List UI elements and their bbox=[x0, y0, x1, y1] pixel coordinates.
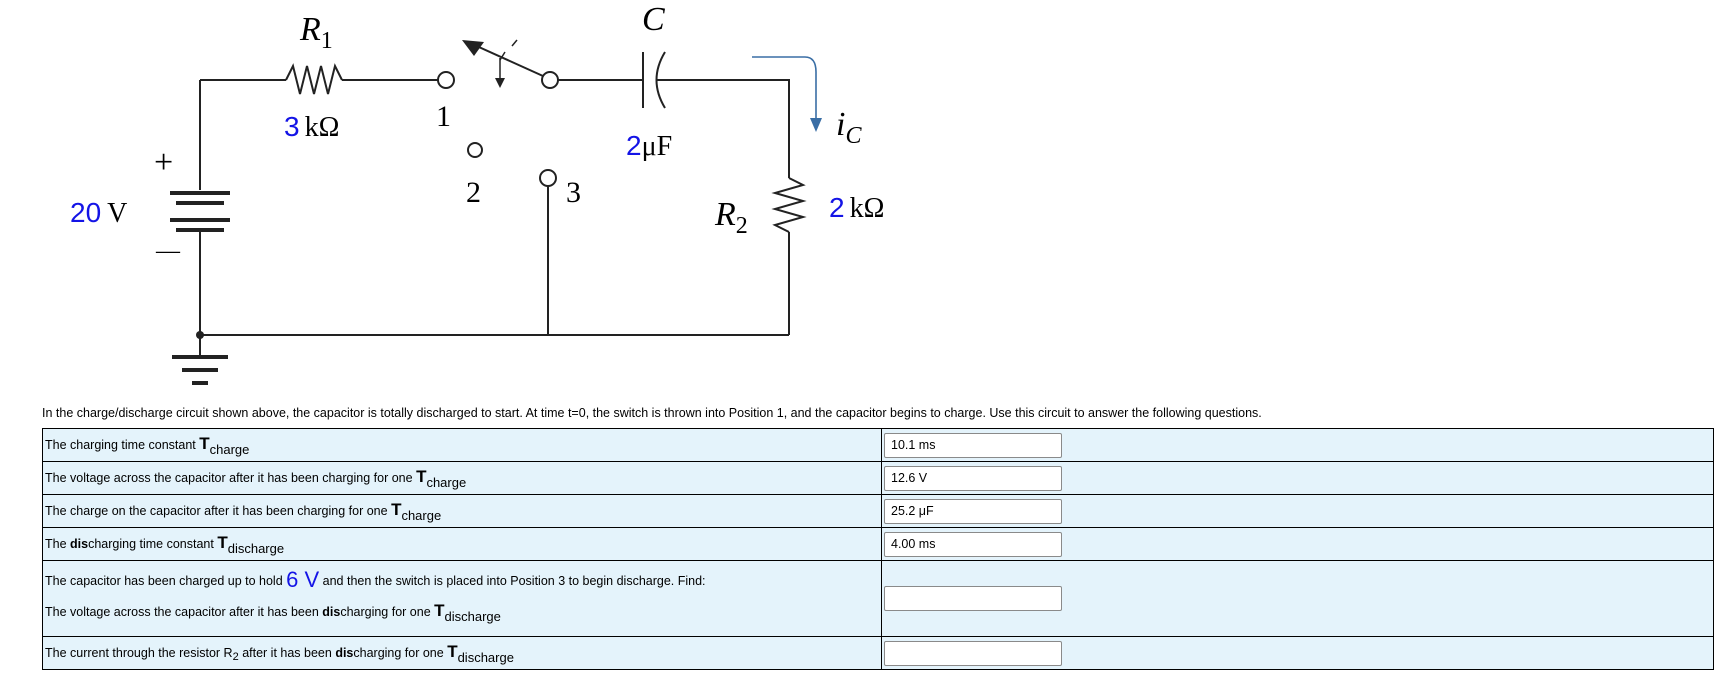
answer-cell bbox=[881, 560, 1714, 637]
switch-arm-arrowhead bbox=[462, 40, 484, 56]
question-text: The charge on the capacitor after it has… bbox=[45, 503, 392, 518]
answer-cell bbox=[881, 636, 1714, 670]
switch-motion-dash bbox=[499, 39, 518, 61]
question-text: charging for one bbox=[340, 605, 435, 619]
question-text: and then the switch is placed into Posit… bbox=[319, 574, 706, 588]
question-row-3: The charge on the capacitor after it has… bbox=[42, 494, 1714, 528]
tau-symbol: T bbox=[199, 433, 210, 453]
pos3-label: 3 bbox=[566, 176, 581, 209]
ic-arrow-path bbox=[752, 56, 817, 120]
answer-input-discharging-time-constant[interactable] bbox=[884, 531, 1062, 557]
question-row-4: The discharging time constant Tdischarge bbox=[42, 527, 1714, 561]
answer-cell bbox=[881, 494, 1714, 528]
cap-label: C bbox=[642, 1, 665, 38]
question-cell: The charge on the capacitor after it has… bbox=[42, 494, 882, 528]
question-text: The current through the resistor R bbox=[45, 645, 233, 660]
ground-bar-1 bbox=[172, 355, 228, 359]
tau-subscript: charge bbox=[401, 507, 442, 523]
tau-subscript: discharge bbox=[444, 609, 501, 624]
question-bold-text: dis bbox=[335, 645, 354, 660]
switch-terminal-3 bbox=[539, 169, 557, 187]
battery-plate-short bbox=[176, 201, 224, 205]
question-cell: The charging time constant Tcharge bbox=[42, 428, 882, 462]
question-text: The capacitor has been charged up to hol… bbox=[45, 574, 287, 588]
question-bold-text: dis bbox=[322, 605, 341, 619]
resistor-subscript: 2 bbox=[232, 650, 239, 663]
tau-subscript: charge bbox=[209, 441, 250, 457]
answer-input-charge-one-tau[interactable] bbox=[884, 498, 1062, 524]
tau-subscript: charge bbox=[426, 474, 467, 490]
answer-cell bbox=[881, 428, 1714, 462]
question-text: charging for one bbox=[353, 645, 448, 660]
tau-subscript: discharge bbox=[457, 649, 514, 665]
resistor-r2 bbox=[771, 177, 807, 233]
tau-symbol: T bbox=[434, 601, 445, 620]
switch-drop-arrowhead bbox=[495, 78, 505, 88]
question-row-2: The voltage across the capacitor after i… bbox=[42, 461, 1714, 495]
answer-input-discharge-current[interactable] bbox=[884, 640, 1062, 666]
switch-arm bbox=[469, 42, 544, 77]
answer-input-charging-time-constant[interactable] bbox=[884, 432, 1062, 458]
ic-arrowhead bbox=[810, 118, 822, 132]
tau-symbol: T bbox=[391, 499, 402, 519]
wire-cap-to-right bbox=[656, 79, 790, 178]
battery-plate-short-2 bbox=[176, 228, 224, 232]
switch-terminal-1 bbox=[437, 71, 455, 89]
question-text: charging time constant bbox=[88, 536, 218, 551]
question-row-7: The current through the resistor R2 afte… bbox=[42, 636, 1714, 670]
tau-symbol: T bbox=[416, 466, 427, 486]
ic-label: iC bbox=[836, 106, 862, 149]
resistor-r1 bbox=[285, 63, 343, 95]
question-cell: The voltage across the capacitor after i… bbox=[42, 461, 882, 495]
questions-table: The charging time constant Tcharge The v… bbox=[42, 428, 1714, 670]
question-row-5-6: The capacitor has been charged up to hol… bbox=[42, 560, 1714, 637]
pos1-label: 1 bbox=[436, 100, 451, 133]
switch-pivot bbox=[541, 71, 559, 89]
r1-label: R1 bbox=[299, 11, 333, 54]
minus-sign: — bbox=[155, 238, 181, 264]
held-voltage-value: 6 V bbox=[286, 567, 320, 592]
ground-bar-3 bbox=[192, 381, 208, 385]
question-cell: The current through the resistor R2 afte… bbox=[42, 636, 882, 670]
ground-node bbox=[196, 331, 204, 339]
plus-sign: + bbox=[154, 144, 173, 181]
question-text: The bbox=[45, 536, 71, 551]
answer-cell bbox=[881, 527, 1714, 561]
cap-value: 2μF bbox=[626, 130, 672, 162]
answer-cell bbox=[881, 461, 1714, 495]
question-cell: The discharging time constant Tdischarge bbox=[42, 527, 882, 561]
question-text: The voltage across the capacitor after i… bbox=[45, 605, 323, 619]
ground-bar-2 bbox=[182, 368, 218, 372]
question-text: after it has been bbox=[238, 645, 336, 660]
answer-input-discharge-voltage[interactable] bbox=[884, 586, 1062, 611]
question-line: The voltage across the capacitor after i… bbox=[45, 602, 879, 626]
battery-plate-long bbox=[170, 191, 230, 195]
tau-subscript: discharge bbox=[227, 540, 285, 556]
question-line: The capacitor has been charged up to hol… bbox=[45, 569, 879, 591]
question-cell: The capacitor has been charged up to hol… bbox=[42, 560, 882, 637]
answer-input-voltage-one-tau[interactable] bbox=[884, 465, 1062, 491]
battery-plate-long-2 bbox=[170, 218, 230, 222]
tau-symbol: T bbox=[447, 641, 458, 661]
question-bold-text: dis bbox=[70, 536, 89, 551]
question-row-1: The charging time constant Tcharge bbox=[42, 428, 1714, 462]
question-text: The voltage across the capacitor after i… bbox=[45, 470, 417, 485]
pos2-label: 2 bbox=[466, 176, 481, 209]
tau-symbol: T bbox=[217, 532, 228, 552]
r2-label: R2 bbox=[714, 196, 748, 239]
switch-terminal-2 bbox=[467, 142, 483, 158]
intro-text: In the charge/discharge circuit shown ab… bbox=[42, 406, 1262, 420]
question-text: The charging time constant bbox=[45, 437, 200, 452]
